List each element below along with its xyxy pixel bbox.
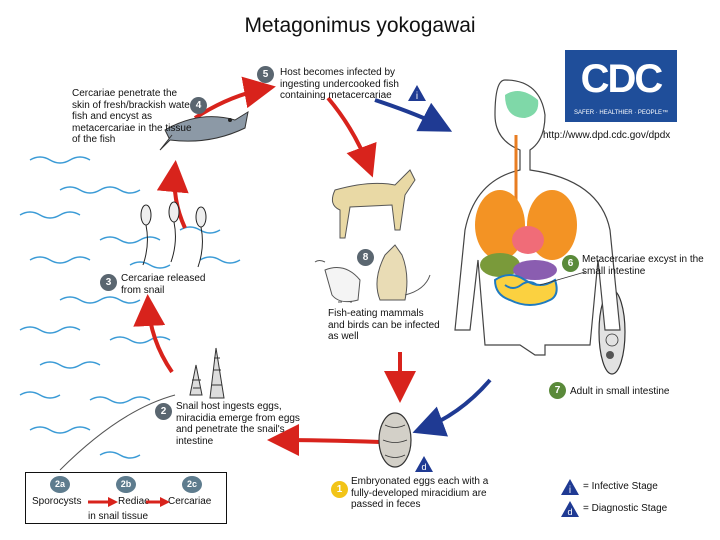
bird-and-cat-illustration xyxy=(314,244,431,303)
step-8-badge: 8 xyxy=(357,249,374,266)
step-4-text: Cercariae penetrate the skin of fresh/br… xyxy=(72,88,194,145)
infective-stage-marker: i xyxy=(408,85,426,102)
snail-tissue-box: 2a 2b 2c Sporocysts Rediae Cercariae in … xyxy=(25,472,227,524)
step-2-text: Snail host ingests eggs, miracidia emerg… xyxy=(176,401,300,447)
arrow-snail-to-cercariae xyxy=(133,294,174,374)
arrow-2b-to-2c xyxy=(146,497,170,507)
egg-illustration xyxy=(378,412,412,468)
arrow-fish-to-host xyxy=(193,76,276,120)
in-snail-tissue-text: in snail tissue xyxy=(88,511,149,522)
arrow-egg-to-snail xyxy=(267,424,381,457)
svg-text:i: i xyxy=(569,485,571,496)
step-2b-text: Rediae xyxy=(118,496,150,507)
cdc-url-link[interactable]: http://www.dpd.cdc.gov/dpdx xyxy=(543,130,671,141)
blue-arrows xyxy=(374,98,492,437)
dog-illustration xyxy=(331,169,416,239)
step-2c-badge: 2c xyxy=(182,476,202,493)
snail-illustration xyxy=(189,347,225,399)
step-2a-badge: 2a xyxy=(50,476,70,493)
legend-infective-text: = Infective Stage xyxy=(583,481,658,492)
step-5-badge: 5 xyxy=(257,66,274,83)
step-1-text: Embryonated eggs each with a fully-devel… xyxy=(351,476,489,510)
svg-text:d: d xyxy=(567,507,572,517)
cercariae-illustration xyxy=(140,201,207,268)
step6-pointer-line xyxy=(539,271,586,286)
step-2a-text: Sporocysts xyxy=(32,496,82,507)
human-body-illustration xyxy=(454,79,621,356)
step-6-badge: 6 xyxy=(562,255,579,272)
arrow-to-human xyxy=(374,98,453,132)
step-2b-badge: 2b xyxy=(116,476,136,493)
step-1-badge: 1 xyxy=(331,481,348,498)
cdc-tagline: SAFER · HEALTHIER · PEOPLE™ xyxy=(574,109,668,116)
step-7-text: Adult in small intestine xyxy=(570,386,670,397)
step-6-text: Metacercariae excyst in the small intest… xyxy=(582,254,704,277)
legend-diagnostic-text: = Diagnostic Stage xyxy=(583,503,668,514)
page-title: Metagonimus yokogawai xyxy=(244,14,476,37)
water-waves xyxy=(19,156,241,459)
red-cycle-arrows xyxy=(133,76,416,457)
cdc-logo-graphic: CDC SAFER · HEALTHIER · PEOPLE™ xyxy=(565,50,677,122)
step-2-badge: 2 xyxy=(155,403,172,420)
diagnostic-stage-marker: d xyxy=(415,456,433,472)
legend-diagnostic-icon: d xyxy=(561,501,579,517)
arrow-human-to-egg xyxy=(412,378,492,437)
step-3-text: Cercariae released from snail xyxy=(121,273,206,296)
shore-line xyxy=(59,394,176,471)
svg-text:d: d xyxy=(421,462,426,472)
step-3-badge: 3 xyxy=(100,274,117,291)
step-5-text: Host becomes infected by ingesting under… xyxy=(280,67,399,101)
step-4-badge: 4 xyxy=(190,97,207,114)
step-7-badge: 7 xyxy=(549,382,566,399)
step-8-text: Fish-eating mammals and birds can be inf… xyxy=(328,308,440,342)
arrow-host-to-dog xyxy=(326,96,377,178)
cdc-logo: CDC SAFER · HEALTHIER · PEOPLE™ xyxy=(565,50,677,122)
arrow-cercariae-to-fish xyxy=(156,160,189,229)
step-2c-text: Cercariae xyxy=(168,496,212,507)
cdc-logo-text: CDC xyxy=(581,57,663,101)
arrow-2a-to-2b xyxy=(88,497,118,507)
svg-text:i: i xyxy=(416,91,418,102)
legend-infective-icon: i xyxy=(561,479,579,496)
fish-illustration xyxy=(159,110,249,151)
